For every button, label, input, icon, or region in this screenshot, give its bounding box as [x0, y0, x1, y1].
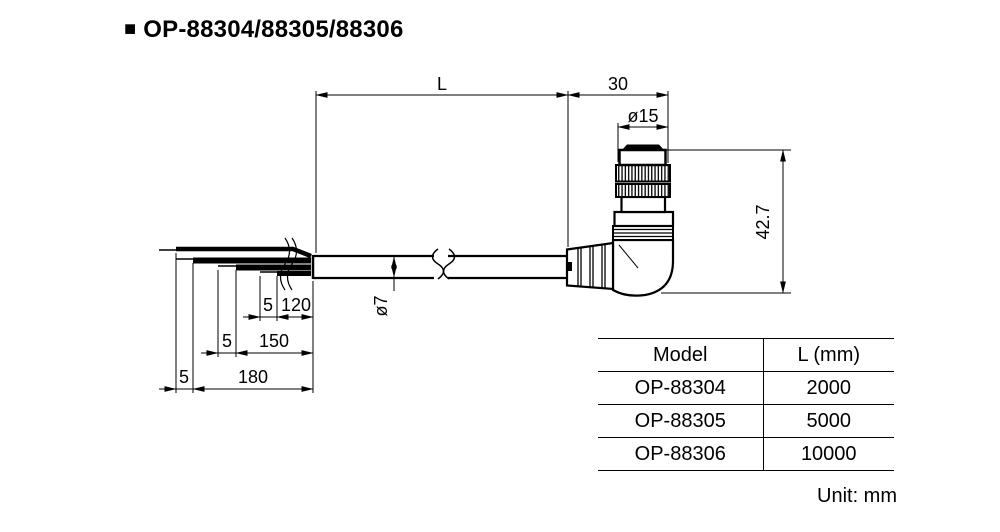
dim-label-o15: ø15	[627, 106, 658, 126]
page-title: OP-88304/88305/88306	[143, 16, 404, 43]
connector-knurl-upper	[615, 164, 671, 183]
length-cell: 10000	[762, 437, 894, 471]
dim-label-180: 180	[238, 367, 268, 387]
table-header-row: Model L (mm)	[598, 338, 894, 372]
dim-label-120: 120	[281, 295, 311, 315]
unit-note: Unit: mm	[817, 485, 897, 507]
connector-tip-cap	[622, 144, 664, 150]
connector-head	[618, 148, 667, 167]
length-cell: 2000	[762, 371, 894, 405]
dimension-connector-diameter: ø15	[617, 106, 669, 162]
connector-knurl-lower	[615, 183, 671, 198]
wire-extension-lines	[175, 253, 314, 393]
dimension-cable-diameter: ø7	[371, 256, 397, 317]
dimension-connector-height: 42.7	[661, 149, 791, 294]
section-bullet-icon: ■	[124, 18, 137, 40]
dim-label-150: 150	[259, 331, 289, 351]
model-cell: OP-88305	[598, 404, 763, 438]
dim-label-o7: ø7	[371, 295, 391, 316]
table-header-model: Model	[598, 338, 763, 372]
dim-label-L: L	[437, 74, 447, 94]
model-cell: OP-88306	[598, 437, 763, 471]
model-cell: OP-88304	[598, 371, 763, 405]
table-row: OP-88304 2000	[598, 371, 894, 405]
connector-elbow	[611, 238, 675, 297]
dimension-wire-180: 5 180	[159, 367, 314, 392]
connector-drawing	[565, 144, 675, 297]
dim-label-30: 30	[608, 74, 628, 94]
dim-label-strip-150: 5	[222, 331, 232, 351]
dim-label-42-7: 42.7	[753, 204, 773, 239]
model-table: Model L (mm) OP-88304 2000 OP-88305 5000…	[598, 338, 894, 471]
dim-label-strip-120: 5	[263, 295, 273, 315]
section-title: ■ OP-88304/88305/88306	[124, 16, 404, 44]
dimension-wire-150: 5 150	[201, 331, 314, 356]
dimension-wire-120: 5 120	[243, 295, 314, 320]
table-row: OP-88306 10000	[598, 437, 894, 471]
table-row: OP-88305 5000	[598, 404, 894, 438]
length-cell: 5000	[762, 404, 894, 438]
connector-collar	[613, 210, 675, 228]
connector-neck	[620, 195, 667, 214]
wire-leads-drawing	[159, 237, 312, 291]
dim-label-strip-180: 5	[179, 367, 189, 387]
table-header-length: L (mm)	[762, 338, 894, 372]
cable-drawing	[311, 248, 568, 280]
